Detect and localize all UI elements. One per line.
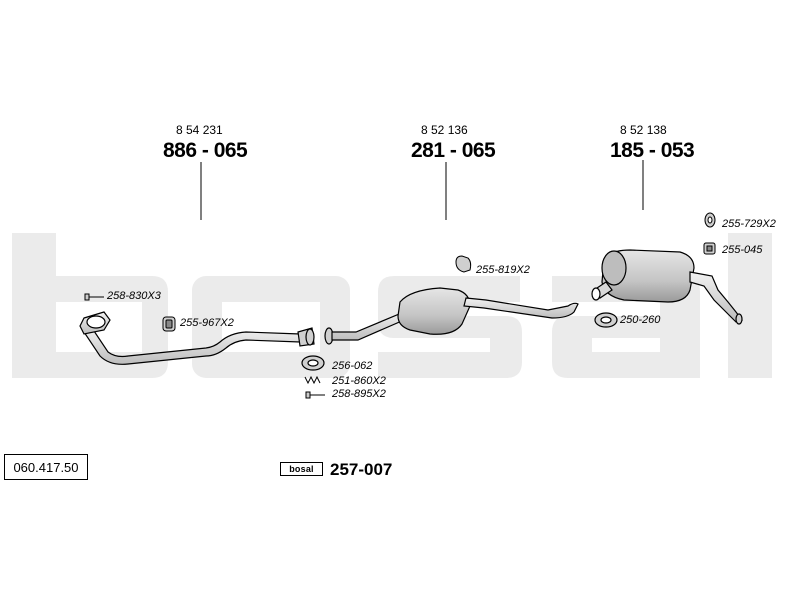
middle-silencer [331,287,579,341]
document-number: 060.417.50 [4,454,88,480]
pipe-gaskets [305,327,334,346]
reference-part-number: 185 - 053 [610,139,695,162]
front-pipe [79,311,315,365]
clamp-icon [594,312,618,328]
rubber-mount-icon [703,242,716,255]
reference-oe-number: 8 54 231 [176,123,223,137]
rubber-mount-icon [162,316,176,332]
reference-part-number: 281 - 065 [411,139,496,162]
part-code: 255-967X2 [180,317,234,329]
kit-brand: bosal [289,464,314,474]
part-code: 255-045 [722,244,763,256]
part-code: 256-062 [332,360,373,372]
reference-oe-number: 8 52 138 [620,123,667,137]
part-code: 251-860X2 [332,375,386,387]
leader-lines [200,160,644,220]
rubber-ring-icon [704,212,716,228]
reference-part-number: 886 - 065 [163,139,248,162]
rear-silencer [591,249,743,325]
kit-number: 257-007 [330,460,393,479]
rubber-mount-icon [455,255,472,273]
bolt-icon [84,293,104,301]
part-code: 255-819X2 [476,264,530,276]
part-code: 258-830X3 [107,290,161,302]
part-code: 255-729X2 [722,218,776,230]
reference-oe-number: 8 52 136 [421,123,468,137]
bosal-kit-badge: bosal [280,462,323,476]
gasket-ring-icon [301,355,325,371]
part-code: 250-260 [620,314,661,326]
bolt-icon [305,391,325,399]
spring-icon [304,375,321,385]
part-code: 258-895X2 [332,388,386,400]
